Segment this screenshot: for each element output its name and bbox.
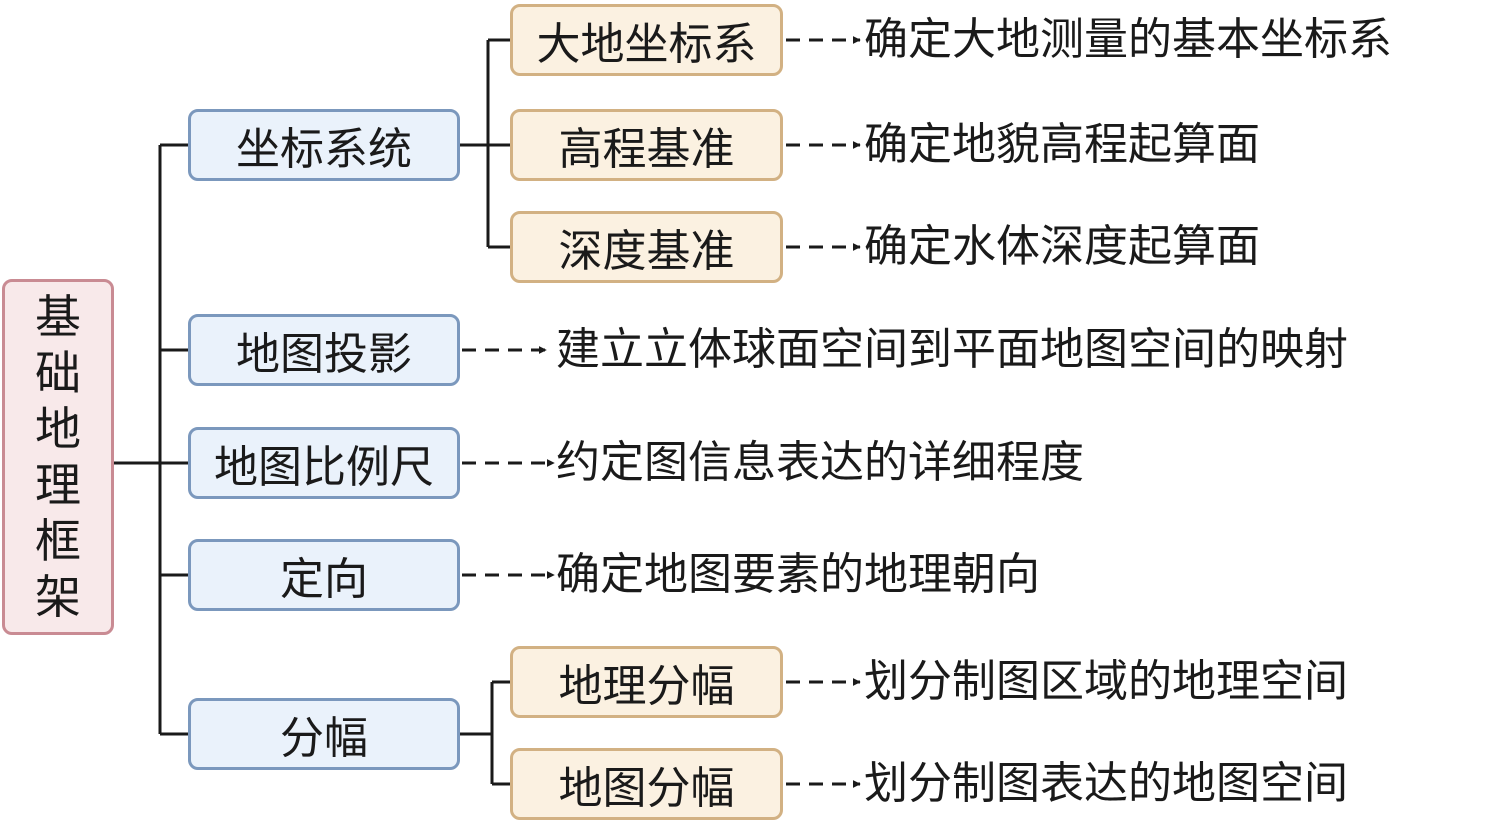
- node-elevation-datum: 高程基准: [510, 109, 783, 181]
- desc-depth: 确定水体深度起算面: [864, 221, 1260, 272]
- root-label-char: 地: [35, 402, 81, 456]
- node-geodetic-coordinate-system: 大地坐标系: [510, 4, 783, 76]
- desc-projection: 建立立体球面空间到平面地图空间的映射: [556, 324, 1348, 375]
- desc-scale: 约定图信息表达的详细程度: [556, 437, 1084, 488]
- root-node-basic-geographic-framework: 基础地理框架: [2, 279, 114, 635]
- desc-geodetic: 确定大地测量的基本坐标系: [864, 14, 1392, 65]
- root-label-char: 理: [35, 458, 81, 512]
- desc-geo-division: 划分制图区域的地理空间: [864, 656, 1348, 707]
- root-label-char: 架: [35, 570, 81, 624]
- node-coordinate-system: 坐标系统: [188, 109, 460, 181]
- node-orientation: 定向: [188, 539, 460, 611]
- root-label-char: 基: [35, 290, 81, 344]
- node-depth-datum: 深度基准: [510, 211, 783, 283]
- desc-orientation: 确定地图要素的地理朝向: [556, 549, 1040, 600]
- node-map-sheet-division: 地图分幅: [510, 748, 783, 820]
- desc-elevation: 确定地貌高程起算面: [864, 119, 1260, 170]
- node-geographic-division: 地理分幅: [510, 646, 783, 718]
- node-map-division: 分幅: [188, 698, 460, 770]
- root-label-char: 框: [35, 514, 81, 568]
- node-map-scale: 地图比例尺: [188, 427, 460, 499]
- desc-map-division: 划分制图表达的地图空间: [864, 758, 1348, 809]
- node-map-projection: 地图投影: [188, 314, 460, 386]
- root-label-char: 础: [35, 346, 81, 400]
